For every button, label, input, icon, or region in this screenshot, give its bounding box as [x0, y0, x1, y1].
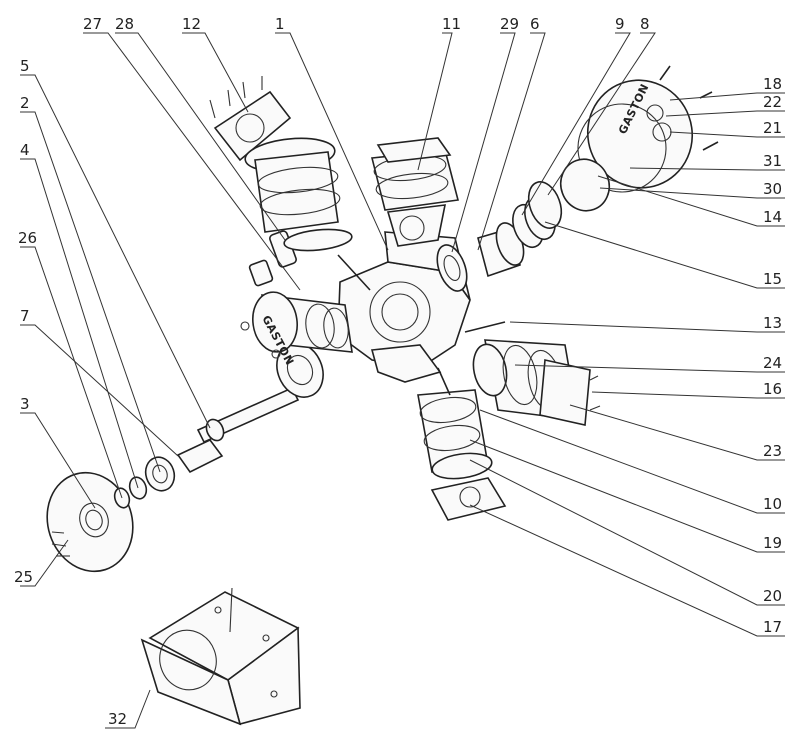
callout-32: 32	[108, 710, 127, 728]
callout-18: 18	[763, 75, 782, 93]
callout-4: 4	[20, 141, 30, 159]
callout-7: 7	[20, 307, 30, 325]
callout-23: 23	[763, 442, 782, 460]
callout-1: 1	[275, 15, 285, 33]
callout-6: 6	[530, 15, 540, 33]
callout-9: 9	[615, 15, 625, 33]
callout-8: 8	[640, 15, 650, 33]
callout-30: 30	[763, 180, 782, 198]
callout-2: 2	[20, 94, 30, 112]
callout-numbers: 27 28 12 1 11 29 6 9 8 5 2 4 26 7 3 25 1…	[14, 15, 782, 728]
callout-14: 14	[763, 208, 782, 226]
callout-20: 20	[763, 587, 782, 605]
callout-13: 13	[763, 314, 782, 332]
callout-29: 29	[500, 15, 519, 33]
callout-11: 11	[442, 15, 461, 33]
top-cylinder	[371, 137, 460, 247]
front-bearing-stack	[113, 438, 224, 509]
front-flange	[46, 471, 134, 573]
callout-17: 17	[763, 618, 782, 636]
callout-22: 22	[763, 93, 782, 111]
callout-21: 21	[763, 119, 782, 137]
callout-5: 5	[20, 57, 30, 75]
callout-24: 24	[763, 354, 782, 372]
upper-left-cylinder	[209, 76, 371, 291]
callout-10: 10	[763, 495, 782, 513]
callout-28: 28	[115, 15, 134, 33]
rear-cover: GASTON	[559, 65, 719, 212]
callout-31: 31	[763, 152, 782, 170]
bottom-cylinder	[417, 367, 507, 521]
callout-3: 3	[20, 395, 30, 413]
left-cylinder: GASTON	[240, 230, 353, 368]
callout-27: 27	[83, 15, 102, 33]
callout-26: 26	[18, 229, 37, 247]
callout-25: 25	[14, 568, 33, 586]
leader-lines	[20, 32, 785, 729]
callout-16: 16	[763, 380, 782, 398]
intake-ring-stack	[436, 181, 563, 292]
callout-19: 19	[763, 534, 782, 552]
crankshaft	[196, 342, 324, 444]
engine-mount	[140, 587, 301, 726]
callout-12: 12	[182, 15, 201, 33]
right-cylinder	[464, 321, 601, 426]
callout-15: 15	[763, 270, 782, 288]
